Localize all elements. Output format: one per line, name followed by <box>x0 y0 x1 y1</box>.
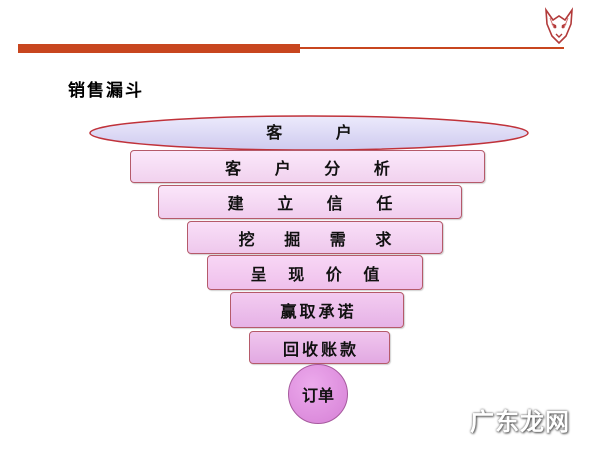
wolf-logo-icon <box>544 7 574 45</box>
funnel-layer-2: 建 立 信 任 <box>158 185 462 219</box>
funnel-top-label: 客 户 <box>266 123 376 142</box>
header-rule-line <box>300 47 564 49</box>
funnel-layer-1: 客 户 分 析 <box>130 150 485 183</box>
funnel-layer-3: 挖 掘 需 求 <box>187 221 443 254</box>
funnel-layer-4: 呈 现 价 值 <box>207 255 423 290</box>
funnel-bottom-circle: 订单 <box>288 364 348 424</box>
watermark-text: 广东龙网 <box>470 408 570 436</box>
funnel-layer-5: 赢取承诺 <box>230 292 404 328</box>
funnel-layer-6: 回收账款 <box>249 331 390 364</box>
page-title: 销售漏斗 <box>68 81 144 101</box>
header-accent-bar <box>18 44 300 53</box>
